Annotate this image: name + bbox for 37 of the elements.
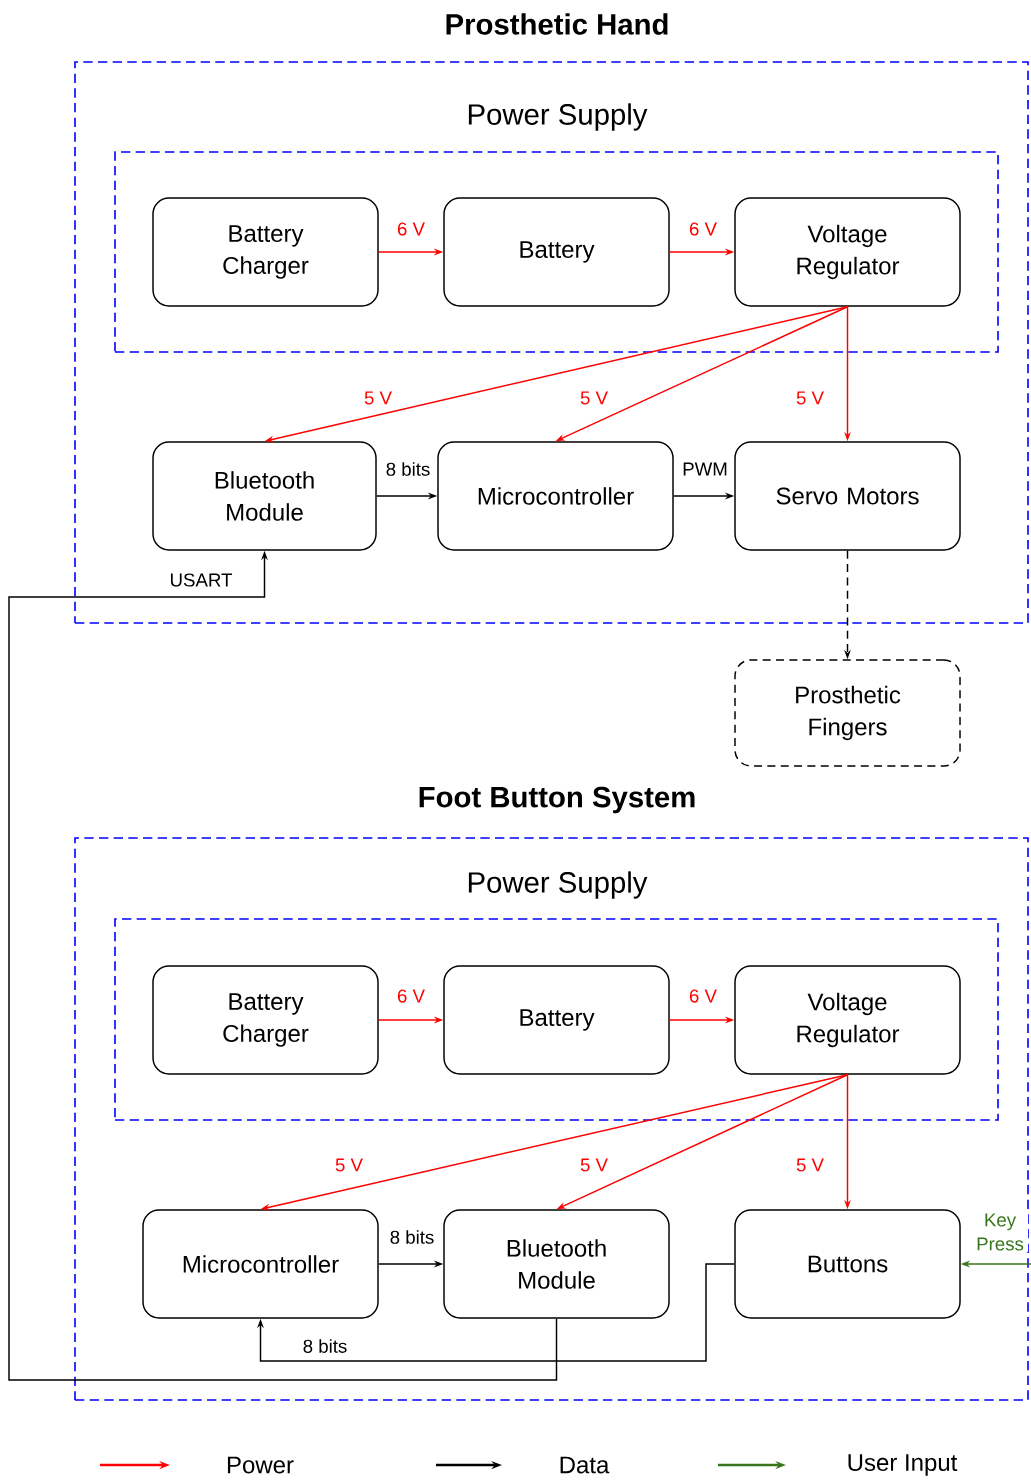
edge-label: 5 V — [794, 1157, 826, 1173]
edge-label: 5 V — [333, 1157, 365, 1173]
edge-label: 5 V — [578, 1157, 610, 1173]
process-box: Bluetooth Module — [152, 441, 377, 551]
process-box: Servo Motors — [734, 441, 961, 551]
edge-label: 6 V — [687, 988, 719, 1004]
edge-label: 5 V — [362, 390, 394, 406]
edge-label: Key Press — [972, 1212, 1028, 1252]
group-title: Foot Button System — [419, 786, 695, 814]
process-box: Prosthetic Fingers — [734, 659, 961, 767]
process-box: Voltage Regulator — [734, 965, 961, 1075]
process-box: Battery Charger — [152, 197, 379, 307]
edge-label: 6 V — [395, 221, 427, 237]
edge-label: 5 V — [578, 390, 610, 406]
edge-label: 8 bits — [388, 1228, 436, 1246]
process-box: Voltage Regulator — [734, 197, 961, 307]
edge-label: USART — [168, 572, 234, 588]
edge-label: PWM — [680, 461, 730, 477]
group-title: Prosthetic Hand — [446, 13, 668, 35]
process-box: Battery — [443, 197, 670, 307]
edge-label: 5 V — [794, 390, 826, 406]
edge-label: 6 V — [687, 221, 719, 237]
process-box: Buttons — [734, 1209, 961, 1319]
process-box: Microcontroller — [437, 441, 674, 551]
process-box: Battery Charger — [152, 965, 379, 1075]
legend-label: Power — [227, 1456, 294, 1474]
group-title: Power Supply — [468, 871, 648, 899]
edge-label: 6 V — [395, 988, 427, 1004]
process-box: Battery — [443, 965, 670, 1075]
group-title: Power Supply — [468, 103, 648, 131]
arrow — [257, 1263, 735, 1362]
edge-label: 8 bits — [384, 460, 432, 478]
process-box: Bluetooth Module — [443, 1209, 670, 1319]
edge-label: 8 bits — [301, 1337, 349, 1355]
legend-label: Data — [560, 1456, 610, 1474]
legend-label: User Input — [848, 1454, 958, 1476]
process-box: Microcontroller — [142, 1209, 379, 1319]
